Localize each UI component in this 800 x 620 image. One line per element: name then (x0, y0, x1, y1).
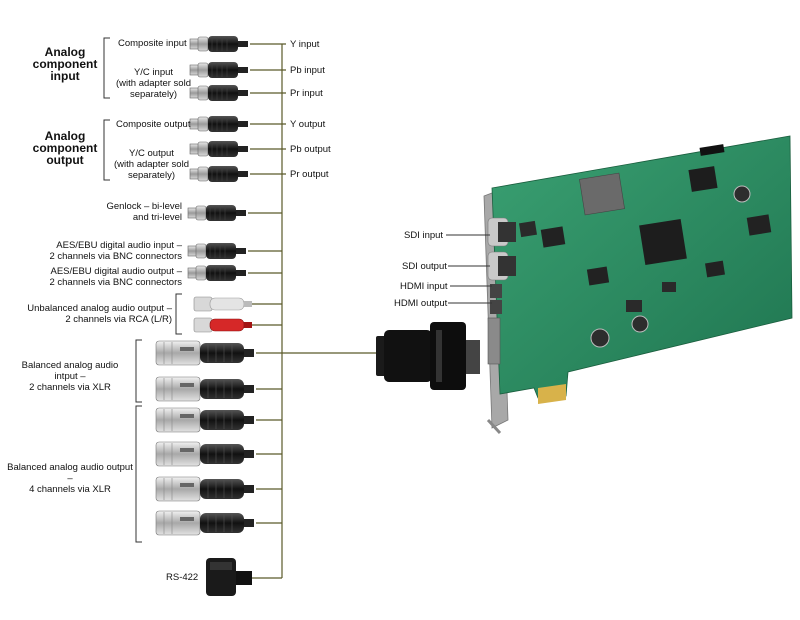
group-bracket-xlr-in (135, 339, 142, 403)
group-title-analog-input: Analog component input (32, 45, 98, 83)
label-pb-input: Pb input (290, 65, 325, 76)
breakout-wires (248, 43, 384, 579)
label-hdmi-output: HDMI output (394, 298, 448, 309)
group-bracket-analog-input (103, 37, 110, 99)
label-genlock: Genlock – bi-level and tri-level (106, 201, 182, 223)
label-pb-output: Pb output (290, 144, 331, 155)
label-xlr-input: Balanced analog audio intput – 2 channel… (21, 360, 119, 393)
label-rs422: RS-422 (166, 572, 199, 583)
dvi-breakout-plug (376, 322, 480, 390)
rca-connectors (193, 296, 252, 333)
label-y-input: Y input (290, 39, 320, 50)
group-bracket-rca (175, 293, 182, 335)
label-rca-output: Unbalanced analog audio output – 2 chann… (27, 303, 172, 325)
label-pr-input: Pr input (290, 88, 323, 99)
label-xlr-output: Balanced analog audio output – 4 channel… (7, 462, 133, 495)
group-title-analog-output: Analog component output (32, 129, 98, 167)
label-pr-output: Pr output (290, 169, 329, 180)
label-y-output: Y output (290, 119, 326, 130)
label-composite-output: Composite output (116, 119, 191, 130)
pcie-card (483, 135, 793, 435)
label-sdi-input: SDI input (404, 230, 444, 241)
card-leader-lines (446, 234, 492, 304)
label-sdi-output: SDI output (402, 261, 447, 272)
label-aes-input: AES/EBU digital audio input – 2 channels… (49, 240, 182, 262)
rs422-connector (206, 558, 252, 596)
label-hdmi-input: HDMI input (400, 281, 448, 292)
xlr-connectors (155, 340, 255, 536)
label-composite-input: Composite input (118, 38, 187, 49)
label-aes-output: AES/EBU digital audio output – 2 channel… (49, 266, 182, 288)
group-bracket-analog-output (103, 119, 110, 181)
label-yc-output: Y/C output (with adapter sold separately… (114, 148, 189, 181)
bnc-connectors (187, 35, 249, 282)
label-yc-input: Y/C input (with adapter sold separately) (116, 67, 191, 100)
group-bracket-xlr-out (135, 405, 142, 543)
